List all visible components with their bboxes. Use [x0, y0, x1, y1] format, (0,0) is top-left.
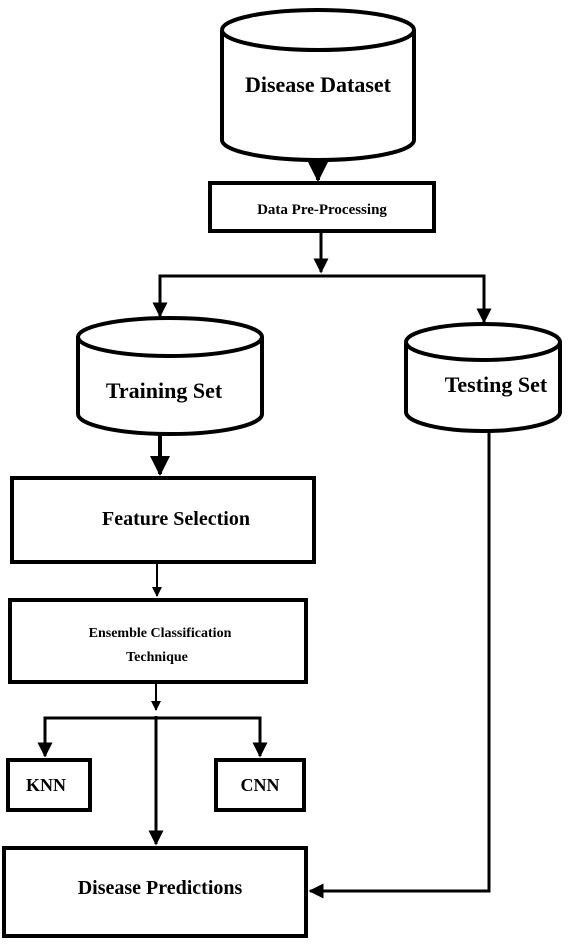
split-connector — [158, 274, 486, 306]
cnn-label: CNN — [241, 775, 280, 795]
ensemble-label-line1: Ensemble Classification — [89, 626, 232, 641]
feature-selection-node: Feature Selection — [10, 476, 316, 564]
testing-set-label: Testing Set — [445, 372, 548, 397]
disease-dataset-node: Disease Dataset — [220, 8, 416, 162]
training-set-label: Training Set — [106, 378, 223, 403]
ensemble-branch-connector — [43, 716, 262, 742]
knn-label: KNN — [26, 775, 66, 795]
ensemble-label-line2: Technique — [126, 650, 188, 665]
training-set-node: Training Set — [76, 316, 264, 436]
disease-dataset-label: Disease Dataset — [245, 72, 392, 97]
disease-predictions-node: Disease Predictions — [2, 846, 308, 938]
data-preprocessing-label: Data Pre-Processing — [257, 202, 387, 218]
disease-predictions-label: Disease Predictions — [78, 877, 243, 899]
cnn-node: CNN — [214, 758, 306, 812]
testing-set-node: Testing Set — [404, 322, 562, 433]
data-preprocessing-node: Data Pre-Processing — [208, 181, 436, 233]
feature-selection-label: Feature Selection — [102, 508, 250, 530]
knn-node: KNN — [6, 758, 92, 812]
ensemble-technique-node: Ensemble Classification Technique — [8, 598, 308, 684]
arrow-testing-to-predictions — [308, 430, 491, 899]
